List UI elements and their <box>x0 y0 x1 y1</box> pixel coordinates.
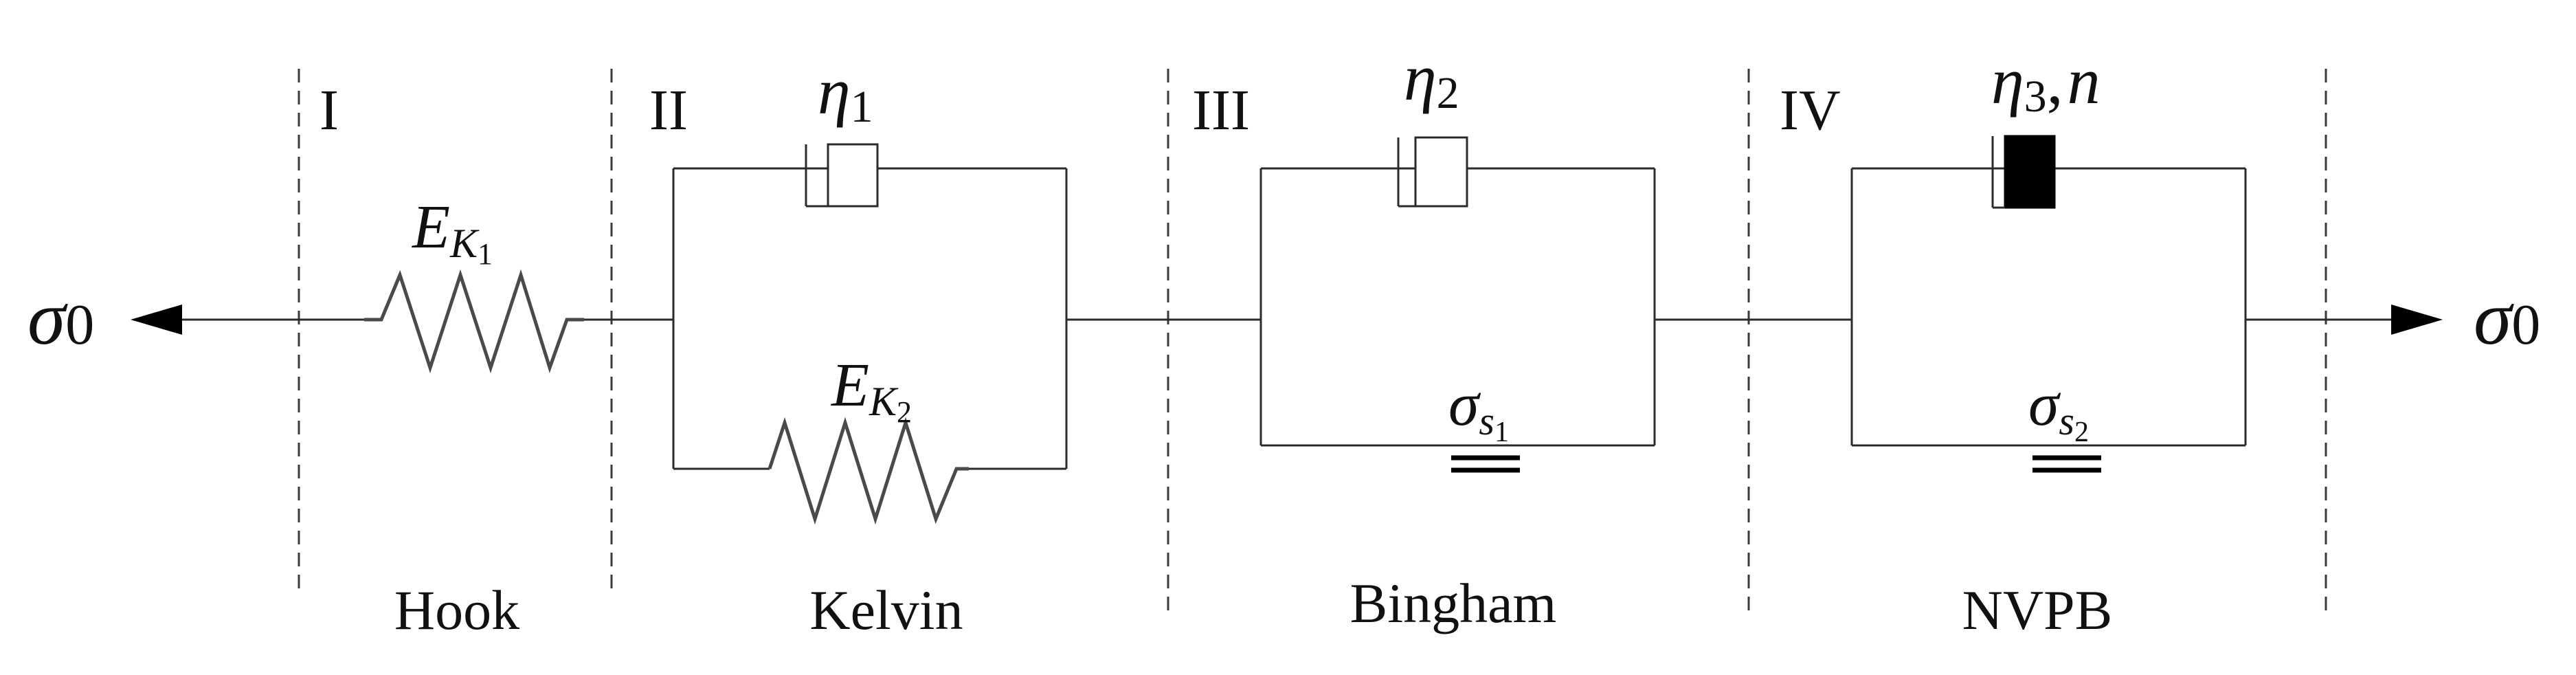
kelvin-dashpot-label: η1 <box>818 54 873 132</box>
kelvin-dashpot <box>805 143 879 208</box>
section-roman-3: III <box>1192 78 1250 142</box>
kelvin-spring <box>768 417 969 525</box>
bingham-element <box>1259 167 1656 447</box>
section-roman-1: I <box>320 78 339 142</box>
section-caption-bingham: Bingham <box>1350 572 1557 634</box>
section-caption-kelvin: Kelvin <box>809 579 963 641</box>
nvpb-dashpot-label: η3,n <box>1991 44 2101 122</box>
section-roman-2: II <box>649 78 688 142</box>
bingham-dashpot <box>1397 136 1468 208</box>
nvpb-element <box>1850 167 2247 447</box>
right-stress-label: σ0 <box>2474 276 2540 361</box>
hook-spring-label: EK1 <box>411 193 493 271</box>
kelvin-spring-label: EK2 <box>830 351 912 429</box>
bingham-dashpot-label: η2 <box>1404 41 1459 118</box>
nvpb-slider <box>2032 455 2101 473</box>
nvpb-dashpot <box>1991 135 2056 209</box>
nvpb-slider-label: σs2 <box>2028 370 2089 448</box>
left-stress-label: σ0 <box>27 276 94 361</box>
right-stress-arrow <box>2245 305 2443 335</box>
bingham-slider <box>1451 455 1520 473</box>
bingham-slider-label: σs1 <box>1448 370 1509 448</box>
section-roman-4: IV <box>1780 78 1841 142</box>
section-caption-nvpb: NVPB <box>1962 579 2113 641</box>
section-caption-hook: Hook <box>394 579 519 641</box>
hook-spring <box>364 269 584 374</box>
left-stress-arrow <box>131 305 364 335</box>
